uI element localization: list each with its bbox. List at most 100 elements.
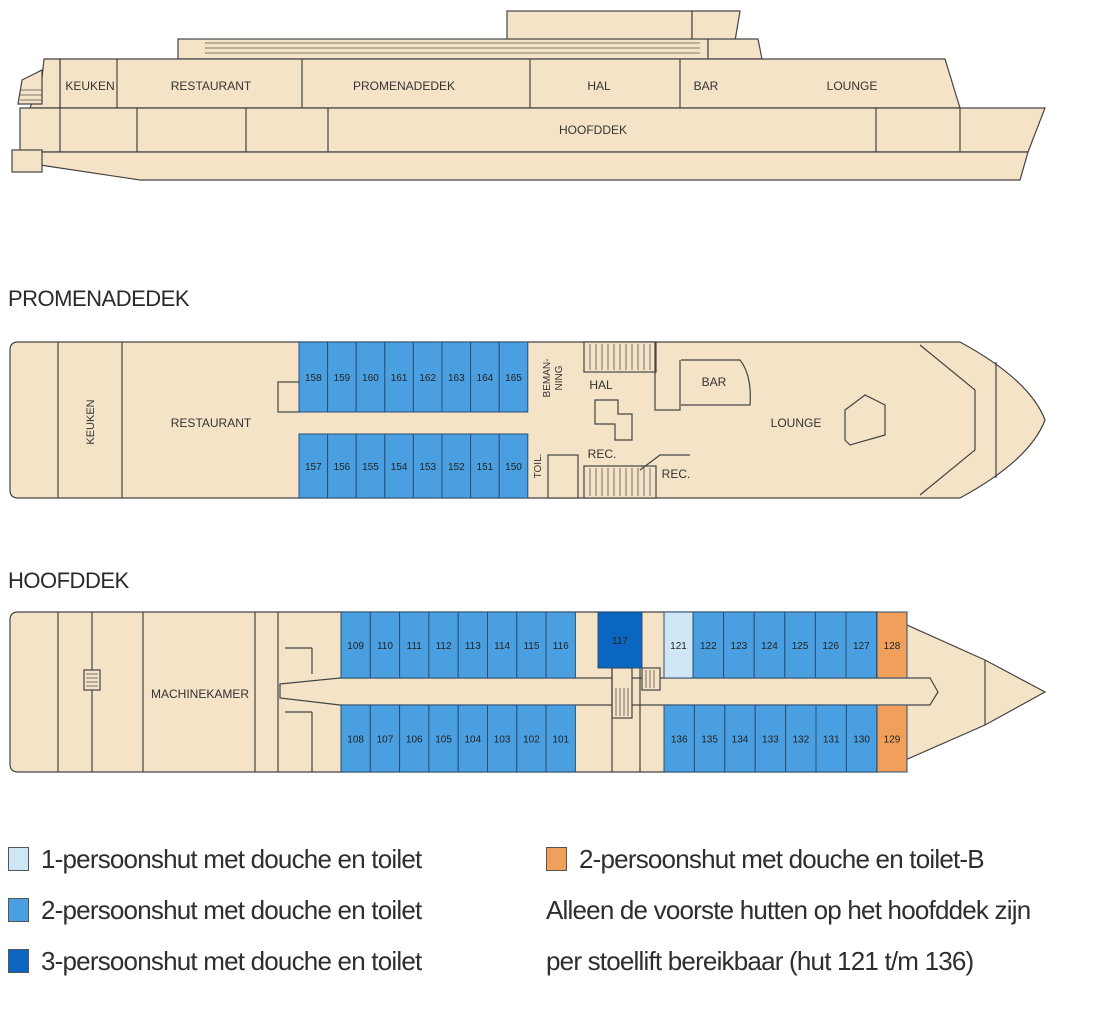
cabin-165[interactable] — [498, 341, 529, 413]
cabin-105[interactable] — [428, 704, 459, 773]
side-hal-label: HAL — [587, 79, 611, 93]
railing — [205, 42, 700, 54]
prom-toil-label: TOIL. — [533, 454, 544, 479]
cabin-155[interactable] — [355, 433, 386, 499]
cabin-number-155: 155 — [362, 462, 379, 473]
cabin-number-114: 114 — [494, 641, 510, 652]
cabin-number-151: 151 — [477, 462, 494, 473]
cabin-159[interactable] — [327, 341, 357, 413]
cabin-150[interactable] — [498, 433, 529, 499]
cabin-number-125: 125 — [792, 641, 809, 652]
cabin-121[interactable] — [663, 611, 694, 679]
cabin-135[interactable] — [693, 704, 726, 773]
cabin-156[interactable] — [327, 433, 357, 499]
cabin-158[interactable] — [298, 341, 329, 413]
double-swatch — [8, 898, 29, 922]
legend-triple-text: 3-persoonshut met douche en toilet — [41, 945, 422, 976]
cabin-157[interactable] — [298, 433, 329, 499]
side-restaurant-label: RESTAURANT — [171, 79, 252, 93]
cabin-number-103: 103 — [494, 735, 511, 746]
cabin-number-128: 128 — [884, 641, 901, 652]
single-swatch — [8, 847, 29, 871]
cabin-109[interactable] — [340, 611, 371, 679]
cabin-162[interactable] — [412, 341, 443, 413]
orange-swatch — [546, 847, 567, 871]
cabin-113[interactable] — [457, 611, 489, 679]
cabin-number-156: 156 — [334, 462, 351, 473]
prom-bemanning-label-1: BEMAN- — [542, 359, 553, 398]
cabin-133[interactable] — [754, 704, 787, 773]
cabin-108[interactable] — [340, 704, 371, 773]
cabin-126[interactable] — [814, 611, 847, 679]
cabin-number-112: 112 — [436, 641, 452, 652]
cabin-number-158: 158 — [305, 373, 322, 384]
cabin-134[interactable] — [724, 704, 756, 773]
cabin-125[interactable] — [784, 611, 816, 679]
promenade-stairs — [589, 344, 651, 496]
cabin-number-113: 113 — [465, 641, 481, 652]
cabin-115[interactable] — [516, 611, 547, 679]
cabin-153[interactable] — [412, 433, 443, 499]
cabin-number-153: 153 — [419, 462, 436, 473]
cabin-111[interactable] — [399, 611, 430, 679]
cabin-number-106: 106 — [406, 735, 423, 746]
side-keuken-label: KEUKEN — [65, 79, 114, 93]
triple-swatch — [8, 949, 29, 973]
cabin-number-126: 126 — [822, 641, 839, 652]
cabin-101[interactable] — [545, 704, 576, 773]
cabin-123[interactable] — [723, 611, 755, 679]
cabin-164[interactable] — [470, 341, 500, 413]
legend-double-text: 2-persoonshut met douche en toilet — [41, 894, 422, 925]
cabin-117[interactable] — [597, 611, 643, 669]
cabin-number-135: 135 — [701, 735, 718, 746]
cabin-number-164: 164 — [477, 373, 494, 384]
cabin-number-129: 129 — [884, 735, 901, 746]
cabin-number-152: 152 — [448, 462, 465, 473]
hoofddek-labels: MACHINEKAMER — [151, 687, 249, 701]
cabin-112[interactable] — [428, 611, 459, 679]
cabin-114[interactable] — [487, 611, 518, 679]
prom-restaurant-label: RESTAURANT — [171, 416, 252, 430]
cabin-number-121: 121 — [670, 641, 687, 652]
cabin-number-160: 160 — [362, 373, 379, 384]
cabin-102[interactable] — [516, 704, 547, 773]
cabin-number-165: 165 — [505, 373, 522, 384]
legend-right: 2-persoonshut met douche en toilet-B All… — [546, 842, 1031, 995]
cabin-161[interactable] — [384, 341, 414, 413]
legend-double: 2-persoonshut met douche en toilet — [8, 893, 422, 927]
cabin-131[interactable] — [815, 704, 847, 773]
cabin-116[interactable] — [545, 611, 576, 679]
cabin-127[interactable] — [845, 611, 878, 679]
cabin-number-132: 132 — [792, 735, 809, 746]
prom-keuken-label: KEUKEN — [85, 399, 97, 444]
cabin-number-159: 159 — [334, 373, 351, 384]
cabin-129[interactable] — [876, 704, 908, 773]
cabin-number-110: 110 — [377, 641, 393, 652]
cabin-number-162: 162 — [419, 373, 436, 384]
cabin-104[interactable] — [457, 704, 489, 773]
cabin-128[interactable] — [876, 611, 908, 679]
cabin-number-101: 101 — [552, 735, 569, 746]
cabin-number-102: 102 — [523, 735, 540, 746]
cabin-163[interactable] — [441, 341, 472, 413]
cabin-number-161: 161 — [391, 373, 408, 384]
cabin-number-136: 136 — [671, 735, 688, 746]
legend-note-1: Alleen de voorste hutten op het hoofddek… — [546, 895, 1031, 925]
hoofddek-stairs — [86, 670, 655, 716]
promenadedek-title: PROMENADEDEK — [8, 286, 190, 311]
cabin-number-133: 133 — [762, 735, 779, 746]
cabin-110[interactable] — [369, 611, 401, 679]
cabin-number-157: 157 — [305, 462, 322, 473]
prom-lounge-label: LOUNGE — [771, 416, 822, 430]
cabin-107[interactable] — [369, 704, 401, 773]
legend-triple: 3-persoonshut met douche en toilet — [8, 944, 422, 978]
cabin-106[interactable] — [399, 704, 430, 773]
side-hoofddek-label: HOOFDDEK — [559, 123, 627, 137]
cabin-number-163: 163 — [448, 373, 465, 384]
cabin-124[interactable] — [753, 611, 786, 679]
cabin-number-117: 117 — [612, 636, 628, 647]
side-promenadedek-label: PROMENADEDEK — [353, 79, 455, 93]
cabin-number-127: 127 — [853, 641, 870, 652]
prom-rec-label-2: REC. — [662, 467, 691, 481]
